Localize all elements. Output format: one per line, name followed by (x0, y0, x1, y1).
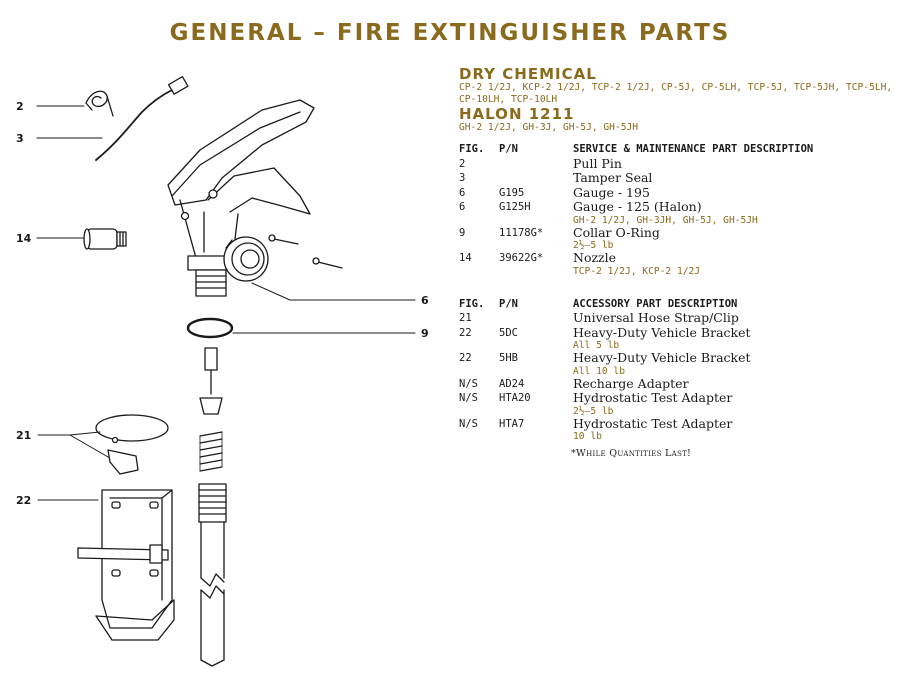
row-fig: N/S (459, 417, 478, 430)
valve-handle-icon (167, 99, 315, 297)
callout-3: 3 (16, 132, 24, 145)
row-pn (499, 157, 573, 172)
dry-chemical-heading: DRY CHEMICAL (459, 65, 597, 83)
row-pn: HTA20 (499, 392, 531, 404)
accessory-table-header: FIG. P/N ACCESSORY PART DESCRIPTION (459, 297, 894, 312)
row-pn: 5DC (499, 326, 518, 339)
row-applicability: 2½–5 lb (573, 240, 614, 251)
table-row: 22 5DC Heavy-Duty Vehicle Bracket (459, 324, 894, 341)
callout-6: 6 (421, 294, 429, 307)
parts-listing: DRY CHEMICAL CP-2 1/2J, KCP-2 1/2J, TCP-… (459, 66, 894, 459)
footnote: *While Quantities Last! (571, 448, 692, 459)
row-pn: 11178G* (499, 226, 544, 239)
row-fig: 9 (459, 226, 466, 239)
col-desc: ACCESSORY PART DESCRIPTION (573, 297, 738, 310)
row-applicability: All 5 lb (573, 340, 620, 351)
row-fig: 6 (459, 201, 466, 213)
pull-pin-icon (85, 90, 114, 117)
row-pn: G125H (499, 201, 531, 213)
row-desc: Hydrostatic Test Adapter (573, 415, 733, 431)
hose-strap-icon (95, 414, 169, 475)
row-fig: N/S (459, 392, 478, 404)
row-applicability: GH-2 1/2J, GH-3JH, GH-5J, GH-5JH (573, 214, 758, 226)
row-desc: Pull Pin (573, 155, 622, 171)
table-row: 14 39622G* Nozzle (459, 250, 894, 266)
table-row: 6 G195 Gauge - 195 (459, 184, 894, 201)
callout-21: 21 (16, 429, 32, 442)
dry-chemical-models-line1: CP-2 1/2J, KCP-2 1/2J, TCP-2 1/2J, CP-5J… (459, 82, 893, 93)
table-row: 9 11178G* Collar O-Ring (459, 224, 894, 241)
row-fig: 3 (459, 172, 466, 184)
row-applicability: 10 lb (573, 431, 602, 442)
row-desc: Nozzle (573, 250, 617, 265)
parts-diagram (36, 76, 416, 667)
row-fig: 22 (459, 326, 472, 339)
row-pn: 39622G* (499, 252, 544, 264)
row-fig: 14 (459, 252, 472, 264)
row-desc: Heavy-Duty Vehicle Bracket (573, 324, 751, 340)
table-row: 21 Universal Hose Strap/Clip (459, 310, 894, 326)
row-pn: G195 (499, 186, 525, 199)
col-desc: SERVICE & MAINTENANCE PART DESCRIPTION (573, 143, 814, 155)
page-title: GENERAL – FIRE EXTINGUISHER PARTS (169, 20, 731, 46)
row-fig: 2 (459, 157, 466, 170)
row-desc: Heavy-Duty Vehicle Bracket (573, 350, 751, 365)
gauge-icon (223, 236, 269, 282)
table-row: 22 5HB Heavy-Duty Vehicle Bracket (459, 350, 894, 366)
col-pn: P/N (499, 297, 518, 310)
nozzle-icon (83, 228, 127, 250)
row-desc: Hydrostatic Test Adapter (573, 390, 733, 405)
row-desc: Gauge - 195 (573, 184, 650, 200)
row-applicability: 2½–5 lb (573, 405, 614, 417)
accessory-parts-table: FIG. P/N ACCESSORY PART DESCRIPTION 21 Un… (459, 297, 894, 443)
row-pn (499, 171, 573, 186)
row-desc: Gauge - 125 (Halon) (573, 199, 702, 214)
valve-stem-icon (199, 347, 223, 415)
row-applicability: All 10 lb (573, 365, 625, 377)
row-applicability: TCP-2 1/2J, KCP-2 1/2J (573, 265, 701, 277)
row-desc: Universal Hose Strap/Clip (573, 310, 739, 325)
screw-icon (268, 234, 343, 269)
tamper-seal-icon (95, 76, 189, 161)
service-parts-table: FIG. P/N SERVICE & MAINTENANCE PART DESC… (459, 142, 894, 277)
row-fig: 22 (459, 352, 472, 364)
row-desc: Recharge Adapter (573, 375, 689, 391)
o-ring-icon (186, 317, 234, 339)
col-fig: FIG. (459, 297, 485, 310)
callout-14: 14 (16, 232, 32, 245)
table-row: N/S AD24 Recharge Adapter (459, 375, 894, 392)
vehicle-bracket-icon (77, 489, 175, 641)
service-table-header: FIG. P/N SERVICE & MAINTENANCE PART DESC… (459, 142, 894, 157)
row-fig: 21 (459, 312, 472, 324)
table-row: 3 Tamper Seal (459, 170, 894, 186)
spring-icon (199, 431, 223, 472)
row-desc: Tamper Seal (573, 170, 653, 185)
table-row: 6 G125H Gauge - 125 (Halon) (459, 199, 894, 215)
row-desc: Collar O-Ring (573, 224, 660, 240)
callout-22: 22 (16, 494, 32, 507)
col-pn: P/N (499, 143, 518, 155)
row-fig: N/S (459, 377, 478, 390)
row-fig: 6 (459, 186, 466, 199)
callout-9: 9 (421, 327, 429, 340)
dry-chemical-models-line2: CP-10LH, TCP-10LH (459, 94, 558, 105)
row-pn: HTA7 (499, 417, 525, 430)
col-fig: FIG. (459, 143, 485, 155)
row-pn (499, 311, 573, 326)
row-pn: 5HB (499, 352, 518, 364)
callout-2: 2 (16, 100, 24, 113)
siphon-tube-icon (198, 483, 227, 667)
table-row: N/S HTA20 Hydrostatic Test Adapter (459, 390, 894, 406)
halon-models: GH-2 1/2J, GH-3J, GH-5J, GH-5JH (459, 122, 639, 133)
row-pn: AD24 (499, 377, 525, 390)
halon-heading: HALON 1211 (459, 105, 575, 123)
table-row: N/S HTA7 Hydrostatic Test Adapter (459, 415, 894, 432)
table-row: 2 Pull Pin (459, 155, 894, 172)
